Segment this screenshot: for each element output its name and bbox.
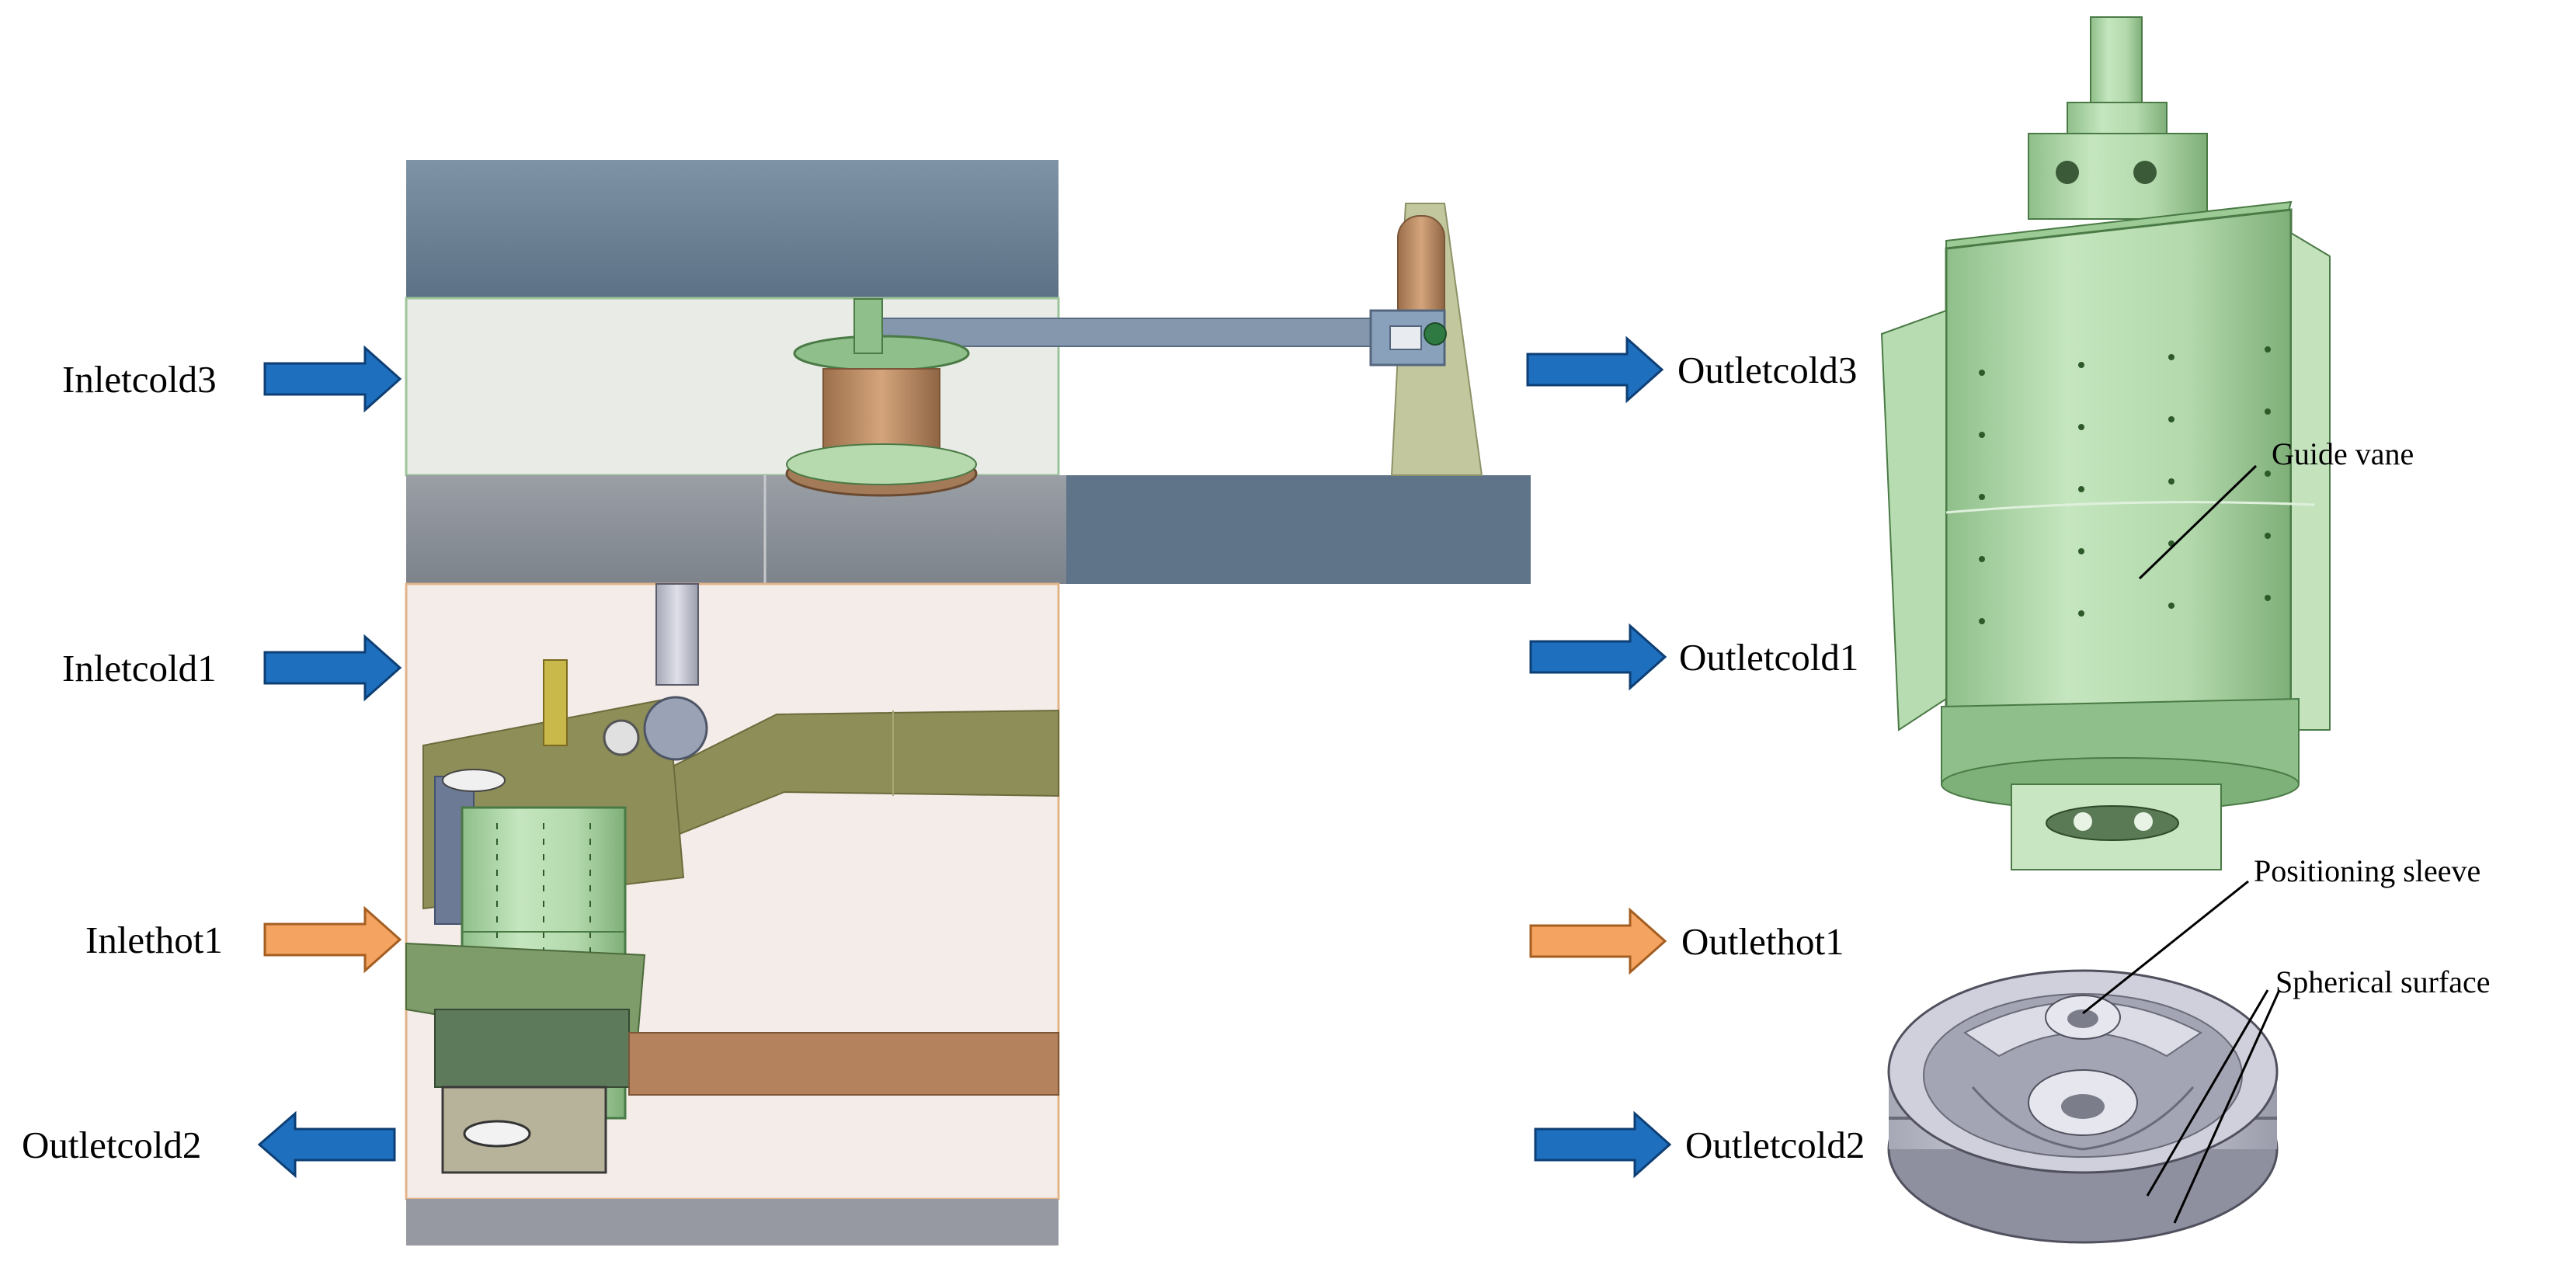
guide-vane-part <box>1880 16 2331 870</box>
positioning-sleeve-leader <box>2082 880 2249 1015</box>
connecting-rod <box>861 318 1399 347</box>
inletcold1-arrow <box>263 634 402 702</box>
callout-leaders <box>2082 464 2281 1224</box>
spherical-surface-leader-1 <box>2146 989 2269 1197</box>
flow-arrows <box>257 335 1672 1179</box>
outletcold2-right-arrow <box>1534 1110 1672 1179</box>
lower-rail <box>628 1032 1059 1096</box>
guide-vane-body <box>1945 208 2293 731</box>
bottom-wall <box>406 1199 1059 1246</box>
outletcold1-arrow <box>1529 623 1667 691</box>
positioning-sleeve-part <box>1887 969 2279 1244</box>
label-outletcold3: Outletcold3 <box>1677 349 1858 391</box>
inlethot1-arrow <box>263 905 402 974</box>
upper-duct-wall <box>406 160 1059 298</box>
callout-guide-vane: Guide vane <box>2272 436 2414 471</box>
spherical-surface-leader-2 <box>2173 989 2281 1224</box>
outletcold2-left-arrow <box>257 1110 396 1179</box>
label-outletcold2-right: Outletcold2 <box>1685 1124 1865 1166</box>
actuator-shaft <box>655 583 699 686</box>
outlethot1-arrow <box>1529 907 1667 975</box>
side-duct <box>1066 475 1531 584</box>
outletcold3-arrow <box>1526 335 1664 404</box>
label-inletcold1: Inletcold1 <box>62 647 217 690</box>
label-outlethot1: Outlethot1 <box>1681 920 1844 963</box>
label-inletcold3: Inletcold3 <box>62 358 217 401</box>
separator-wall <box>406 475 1066 584</box>
label-outletcold1: Outletcold1 <box>1679 636 1859 679</box>
guide-vane-leader <box>2138 464 2258 580</box>
label-outletcold2-left: Outletcold2 <box>22 1124 202 1166</box>
inletcold3-arrow <box>263 345 402 413</box>
callout-positioning-sleeve: Positioning sleeve <box>2254 853 2481 888</box>
assembly-cross-section <box>405 160 1531 1246</box>
label-inlethot1: Inlethot1 <box>85 919 223 961</box>
callout-spherical-surface: Spherical surface <box>2275 964 2491 999</box>
